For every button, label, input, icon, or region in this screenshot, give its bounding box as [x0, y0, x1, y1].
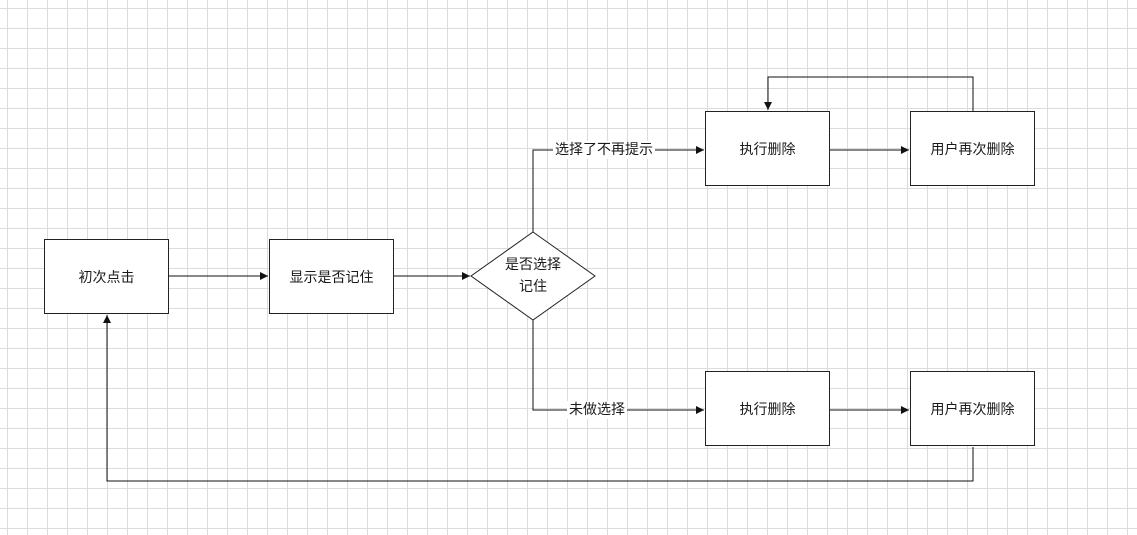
node-delete-bottom-label: 执行删除 — [739, 401, 796, 418]
edge-user-bottom-to-first-click — [103, 315, 974, 482]
node-show-remember[interactable]: 显示是否记住 — [269, 239, 394, 314]
node-delete-top[interactable]: 执行删除 — [705, 111, 830, 186]
node-delete-bottom[interactable]: 执行删除 — [705, 371, 830, 446]
edge-label-no-choice: 未做选择 — [567, 401, 627, 419]
edge-label-chose-no-prompt: 选择了不再提示 — [553, 141, 655, 159]
node-user-delete-top-label: 用户再次删除 — [930, 141, 1015, 158]
node-user-delete-bottom-label: 用户再次删除 — [930, 401, 1015, 418]
edge-decision-to-delete-top — [532, 146, 704, 232]
node-first-click-label: 初次点击 — [78, 269, 135, 286]
node-user-delete-bottom[interactable]: 用户再次删除 — [910, 371, 1035, 446]
edge-decision-to-delete-bottom — [532, 320, 704, 414]
node-user-delete-top[interactable]: 用户再次删除 — [910, 111, 1035, 186]
decision-label-line2: 记住 — [519, 279, 547, 295]
node-delete-top-label: 执行删除 — [739, 141, 796, 158]
edge-user-top-loop-back — [764, 76, 974, 111]
decision-label: 是否选择 记住 — [483, 254, 583, 298]
decision-label-line1: 是否选择 — [505, 257, 561, 273]
node-show-remember-label: 显示是否记住 — [289, 269, 374, 286]
node-first-click[interactable]: 初次点击 — [44, 239, 169, 314]
